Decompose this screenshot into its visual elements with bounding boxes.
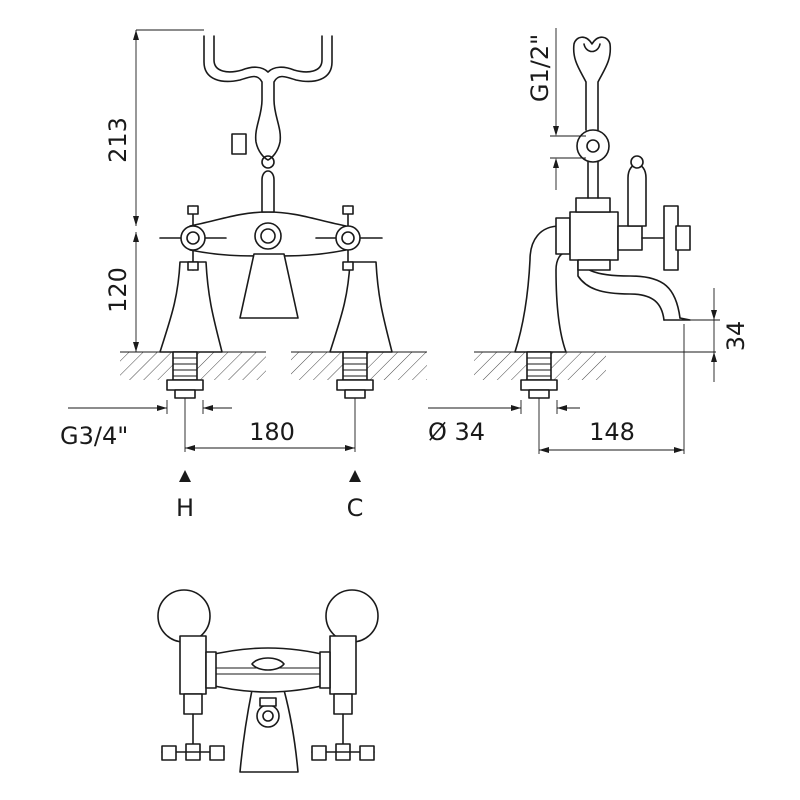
diverter-lever	[261, 170, 275, 213]
cradle-hook	[231, 133, 247, 155]
side-shank	[520, 351, 558, 399]
dim-213: 213	[104, 29, 204, 226]
cold-pillar	[329, 261, 393, 353]
side-diverter-lever	[627, 163, 647, 227]
front-view: 213 120 G3/4" 180	[60, 29, 427, 522]
side-valve-body	[555, 217, 571, 255]
cold-cross-handle	[315, 205, 383, 271]
hot-pillar	[159, 261, 223, 353]
handset-cradle	[203, 35, 333, 161]
top-cold-valve	[311, 589, 379, 761]
hot-shank	[166, 351, 204, 399]
dim-120: 120	[104, 232, 160, 353]
inlet-hot-label: H	[176, 494, 194, 522]
dim-120-label: 120	[104, 267, 132, 313]
hot-cross-handle	[159, 205, 227, 271]
side-cross-handle	[641, 205, 691, 271]
dim-thread-handset: G1/2"	[526, 28, 586, 190]
dim-34: 34	[690, 288, 750, 382]
thread-handset-label: G1/2"	[526, 34, 554, 102]
spout-front	[239, 253, 299, 319]
top-spout	[239, 689, 299, 773]
dim-thread-inlet: G3/4"	[60, 400, 232, 450]
dim-34-label: 34	[722, 321, 750, 352]
dim-180: 180	[184, 398, 356, 452]
dim-148: 148	[538, 324, 685, 454]
dim-base-diameter: Ø 34	[428, 400, 580, 446]
thread-inlet-label: G3/4"	[60, 422, 128, 450]
top-hot-valve	[157, 589, 225, 761]
dim-213-label: 213	[104, 117, 132, 163]
inlet-hot-marker: H	[176, 470, 194, 522]
side-view: G1/2" Ø 34 148 34	[428, 28, 750, 454]
inlet-cold-label: C	[347, 494, 364, 522]
inlet-cold-marker: C	[347, 470, 364, 522]
base-diameter-label: Ø 34	[428, 418, 485, 446]
dim-180-label: 180	[249, 418, 295, 446]
cold-shank	[336, 351, 374, 399]
top-view	[157, 589, 379, 773]
side-handset-clip	[572, 36, 612, 131]
dim-148-label: 148	[589, 418, 635, 446]
